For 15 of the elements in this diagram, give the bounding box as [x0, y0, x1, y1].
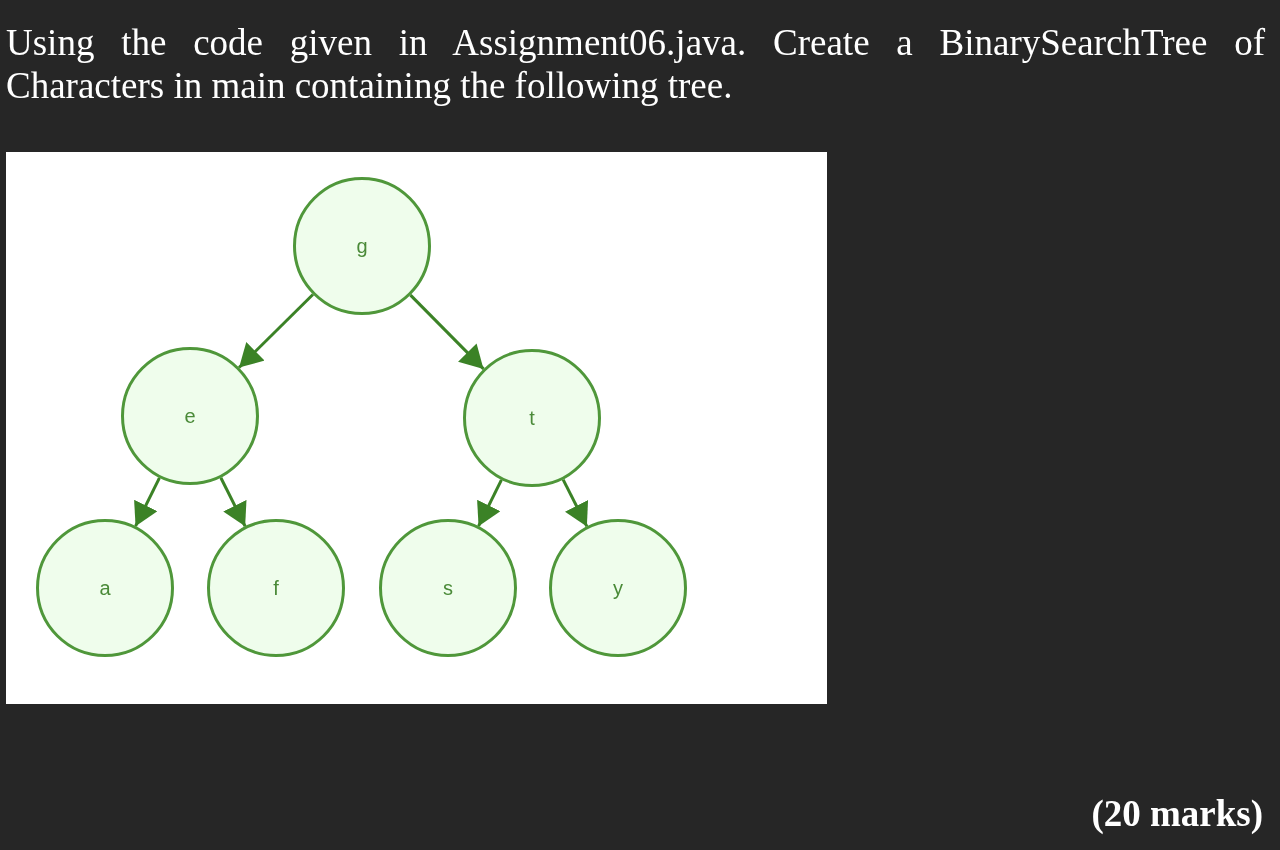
arrow [219, 477, 247, 527]
arrow [409, 294, 485, 370]
arrow [477, 479, 503, 527]
node-label: g [356, 234, 368, 258]
arrow [238, 293, 314, 369]
node-label: e [184, 404, 196, 428]
marks-label: (20 marks) [1091, 793, 1263, 835]
node-label: f [273, 576, 279, 600]
node-label: a [99, 576, 111, 600]
arrow [134, 477, 161, 527]
node-label: t [529, 406, 535, 430]
question-text: Using the code given in Assignment06.java. Create a BinarySearchTree of Characters in main containing the following tree. [6, 21, 1265, 107]
node-label: y [613, 576, 623, 600]
arrow [561, 478, 589, 528]
node-label: s [443, 576, 453, 600]
